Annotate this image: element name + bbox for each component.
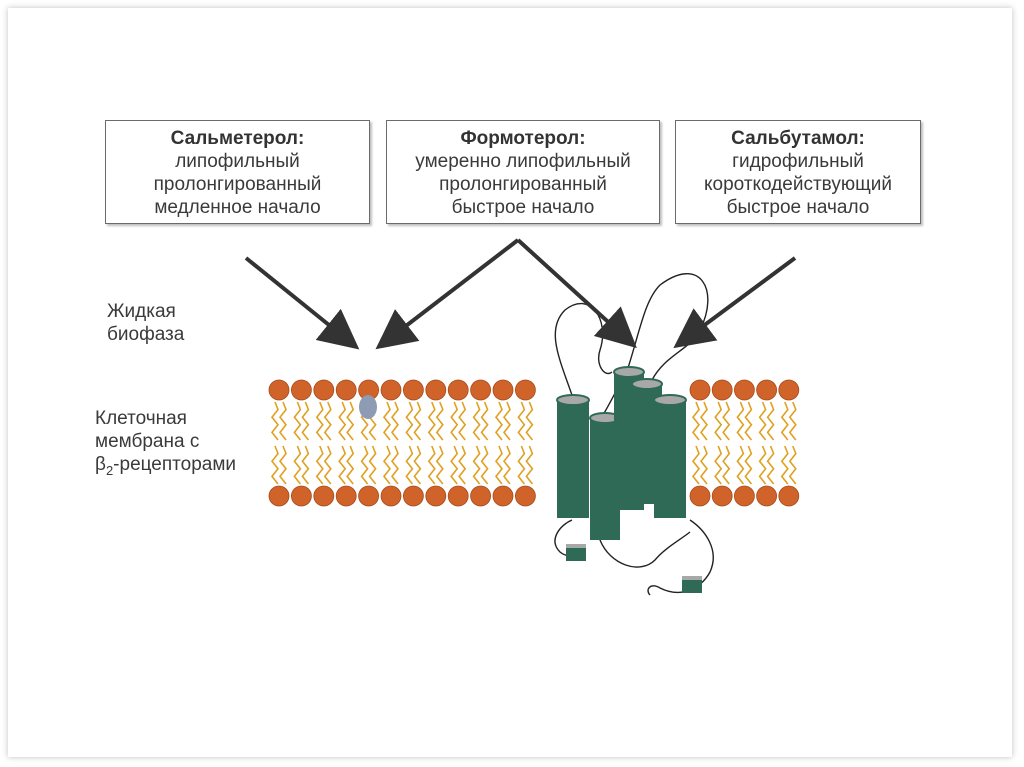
salmeterol-arrow: [244, 256, 360, 350]
lipid-head: [447, 379, 469, 401]
lipid-head: [335, 485, 357, 507]
lipid-head: [734, 485, 755, 507]
lipid-head: [711, 379, 733, 401]
label-text: -рецепторами: [113, 454, 237, 475]
lipid-head: [689, 485, 711, 507]
lipid-tail: [450, 401, 467, 485]
lipid-tail: [691, 401, 709, 485]
intracellular-domain: [566, 544, 586, 561]
label-line: биофаза: [107, 324, 185, 345]
drug-name: Сальбутамол:: [731, 128, 865, 149]
salmeterol-molecule: [359, 395, 377, 419]
lipid-head: [290, 379, 312, 401]
lipid-tail: [293, 401, 310, 485]
lipid-tail: [472, 401, 489, 485]
lipid-tail: [517, 401, 534, 485]
helix: [653, 394, 687, 518]
drug-name: Сальметерол:: [170, 128, 305, 149]
label-line: Клеточная: [95, 408, 187, 429]
lipid-head: [447, 485, 469, 507]
lipid-head: [711, 485, 733, 507]
label-line: Жидкая: [107, 301, 176, 322]
lipid-head: [380, 379, 402, 401]
lipid-tail: [780, 401, 797, 485]
lipid-head: [515, 379, 536, 401]
lipid-head: [734, 379, 755, 401]
lipid-tail: [338, 401, 355, 485]
lipid-tail: [494, 401, 512, 485]
lipid-head: [756, 485, 777, 507]
lipid-tail: [405, 401, 422, 485]
lipid-tail: [270, 401, 288, 485]
label-line: мембрана с: [95, 431, 200, 452]
intracellular-domain: [682, 576, 702, 593]
lipid-head: [335, 379, 357, 401]
salbutamol-arrow: [673, 256, 797, 349]
formoterol-box: Формотерол: умеренно липофильный пролонг…: [386, 120, 660, 224]
salbutamol-box: Сальбутамол: гидрофильный короткодейству…: [675, 120, 921, 224]
lipid-head: [268, 379, 290, 401]
liquid-biophase-label: Жидкая биофаза: [107, 300, 184, 346]
formoterol-arrow-right: [516, 238, 637, 349]
lipid-head: [778, 379, 800, 401]
lipid-head: [290, 485, 312, 507]
lipid-tail: [315, 401, 332, 485]
beta-symbol: β: [95, 454, 106, 475]
lipid-head: [689, 379, 711, 401]
drug-property: гидрофильный: [732, 151, 864, 172]
lipid-bilayer: [268, 379, 800, 507]
lipid-head: [313, 485, 335, 507]
lipid-head: [492, 379, 514, 401]
lipid-head: [380, 485, 402, 507]
lipid-head: [492, 485, 514, 507]
lipid-head: [402, 379, 424, 401]
salmeterol-box: Сальметерол: липофильный пролонгированны…: [105, 120, 370, 224]
drug-property: пролонгированный: [153, 174, 322, 195]
lipid-head: [268, 485, 290, 507]
lipid-head: [778, 485, 800, 507]
lipid-tail: [382, 401, 400, 485]
lipid-head: [402, 485, 424, 507]
cell-membrane-label: Клеточная мембрана с β2-рецепторами: [95, 407, 236, 482]
drug-property: липофильный: [175, 151, 300, 172]
lipid-head: [358, 485, 380, 507]
drug-property: короткодействующий: [704, 174, 892, 195]
drug-property: быстрое начало: [726, 197, 870, 218]
lipid-tail: [736, 401, 753, 485]
drug-property: медленное начало: [154, 197, 321, 218]
lipid-head: [425, 485, 447, 507]
helix: [556, 394, 590, 518]
beta2-receptor: [556, 366, 702, 593]
formoterol-arrow-left: [375, 238, 520, 350]
lipid-head: [470, 485, 492, 507]
lipid-tail: [758, 401, 775, 485]
label-line: β2-рецепторами: [95, 453, 236, 482]
drug-property: быстрое начало: [451, 197, 595, 218]
drug-name: Формотерол:: [460, 128, 586, 149]
drug-property: умеренно липофильный: [415, 151, 631, 172]
lipid-head: [313, 379, 335, 401]
lipid-head: [470, 379, 492, 401]
drug-property: пролонгированный: [439, 174, 607, 195]
lipid-tail: [427, 401, 444, 485]
subscript: 2: [105, 462, 114, 478]
lipid-head: [425, 379, 447, 401]
lipid-tail: [714, 401, 731, 485]
lipid-head: [515, 485, 536, 507]
lipid-head: [756, 379, 777, 401]
